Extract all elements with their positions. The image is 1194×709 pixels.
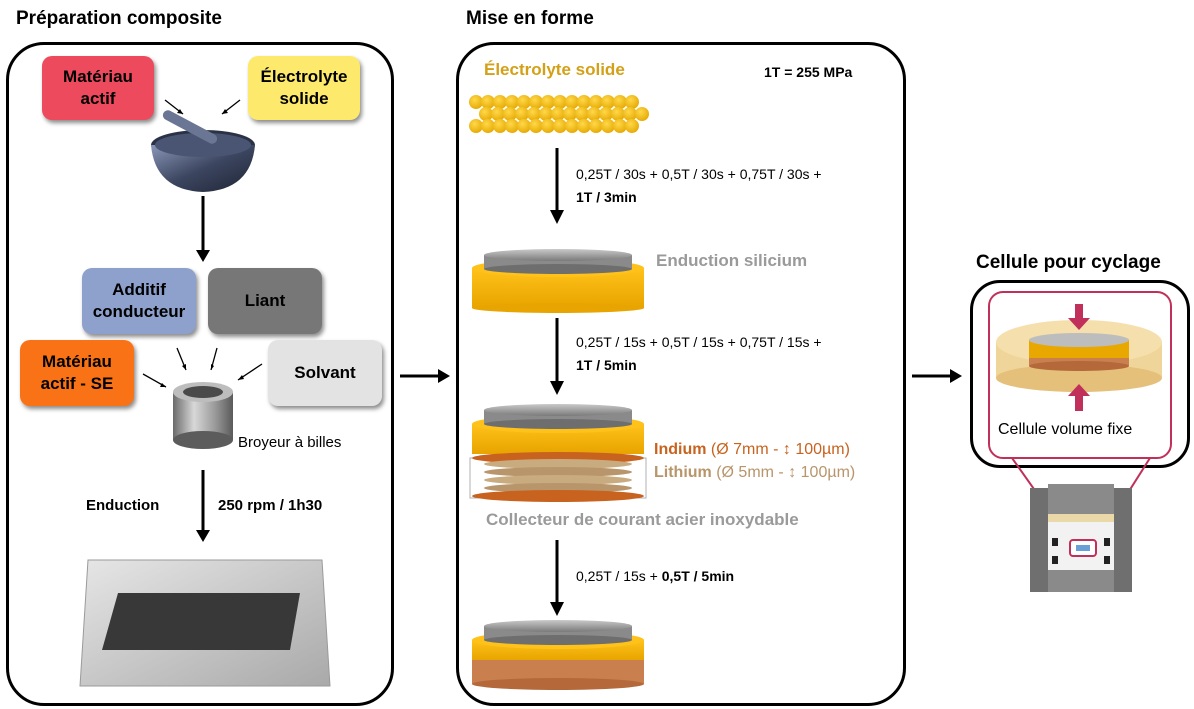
- electrolyte-particle: [481, 119, 495, 133]
- electrolyte-particle: [505, 119, 519, 133]
- materiau-actif-line2: actif: [80, 89, 116, 108]
- broyeur-label: Broyeur à billes: [238, 434, 342, 451]
- speed-label: 250 rpm / 1h30: [218, 497, 323, 514]
- electrolyte-particle: [515, 107, 529, 121]
- electrolyte-solide-line1: Électrolyte: [260, 67, 348, 86]
- electrolyte-particle: [541, 95, 555, 109]
- electrolyte-particle: [565, 119, 579, 133]
- step3-part1: 0,25T / 15s +: [576, 568, 662, 584]
- electrolyte-particle: [601, 119, 615, 133]
- electrolyte-solide-line2: solide: [279, 89, 329, 108]
- step1-line1: 0,25T / 30s + 0,5T / 30s + 0,75T / 30s +: [576, 166, 822, 182]
- electrolyte-particle: [517, 95, 531, 109]
- materiau-actif-se-box: Matériau actif - SE: [20, 340, 134, 406]
- electrolyte-particle: [577, 95, 591, 109]
- electrolyte-particle: [529, 95, 543, 109]
- step2-line2: 1T / 5min: [576, 357, 637, 373]
- electrolyte-particle: [599, 107, 613, 121]
- electrolyte-particle: [481, 95, 495, 109]
- electrolyte-powder-icon: [469, 95, 649, 133]
- electrolyte-solide-label: Électrolyte solide: [484, 60, 625, 79]
- press-apparatus-icon: [1030, 484, 1132, 592]
- mortar-icon: [151, 110, 255, 192]
- additif-line2: conducteur: [92, 302, 186, 321]
- electrolyte-particle: [517, 119, 531, 133]
- electrolyte-particle: [563, 107, 577, 121]
- fixed-volume-cell-icon: [996, 320, 1162, 392]
- electrolyte-particle: [565, 95, 579, 109]
- pressure-reference: 1T = 255 MPa: [764, 64, 853, 80]
- step2-line1: 0,25T / 15s + 0,5T / 15s + 0,75T / 15s +: [576, 334, 822, 350]
- electrolyte-particle: [491, 107, 505, 121]
- pellet-stack-indium-lithium-icon: [469, 404, 647, 502]
- step3-part2: 0,5T / 5min: [661, 568, 735, 584]
- enduction-label: Enduction: [86, 497, 160, 514]
- indium-label: Indium (Ø 7mm - ↕ 100µm): [654, 440, 850, 460]
- indium-dims: (Ø 7mm - ↕ 100µm): [706, 441, 850, 458]
- coated-sheet-icon: [79, 559, 331, 687]
- electrolyte-particle: [587, 107, 601, 121]
- electrolyte-particle: [611, 107, 625, 121]
- materiau-actif-se-line1: Matériau: [42, 352, 112, 371]
- step3-label: 0,25T / 15s + 0,5T / 5min: [576, 566, 734, 586]
- materiau-actif-se-line2: actif - SE: [40, 374, 114, 393]
- electrolyte-particle: [553, 95, 567, 109]
- title-cellule-pour-cyclage: Cellule pour cyclage: [976, 252, 1161, 273]
- electrolyte-particle: [503, 107, 517, 121]
- electrolyte-particle: [589, 95, 603, 109]
- liant-box: Liant: [208, 268, 322, 334]
- electrolyte-particle: [469, 119, 483, 133]
- collecteur-label: Collecteur de courant acier inoxydable: [486, 510, 799, 529]
- ball-mill-icon: [173, 382, 233, 449]
- pressure-arrow-bottom-icon: [1068, 384, 1090, 411]
- electrolyte-particle: [613, 119, 627, 133]
- electrolyte-particle: [527, 107, 541, 121]
- electrolyte-solide-box: Électrolyte solide: [248, 56, 360, 120]
- title-mise-en-forme: Mise en forme: [466, 8, 594, 29]
- title-preparation-composite: Préparation composite: [16, 8, 222, 29]
- pellet-silicon-coated-icon: [472, 249, 644, 313]
- lithium-name: Lithium: [654, 464, 712, 481]
- electrolyte-particle: [623, 107, 637, 121]
- solvant-label: Solvant: [294, 363, 356, 382]
- solvant-box: Solvant: [268, 340, 382, 406]
- electrolyte-particle: [493, 119, 507, 133]
- electrolyte-particle: [493, 95, 507, 109]
- pellet-final-icon: [472, 620, 644, 690]
- electrolyte-particle: [635, 107, 649, 121]
- electrolyte-particle: [625, 119, 639, 133]
- electrolyte-particle: [553, 119, 567, 133]
- additif-line1: Additif: [112, 280, 166, 299]
- liant-label: Liant: [244, 291, 286, 310]
- electrolyte-particle: [589, 119, 603, 133]
- electrolyte-particle: [505, 95, 519, 109]
- electrolyte-particle: [539, 107, 553, 121]
- electrolyte-particle: [577, 119, 591, 133]
- cellule-volume-fixe-label: Cellule volume fixe: [998, 421, 1133, 438]
- electrolyte-particle: [601, 95, 615, 109]
- pressure-arrow-top-icon: [1068, 304, 1090, 330]
- electrolyte-particle: [541, 119, 555, 133]
- materiau-actif-line1: Matériau: [63, 67, 133, 86]
- electrolyte-particle: [469, 95, 483, 109]
- lithium-dims: (Ø 5mm - ↕ 100µm): [711, 464, 856, 481]
- electrolyte-particle: [551, 107, 565, 121]
- electrolyte-particle: [479, 107, 493, 121]
- step1-line2: 1T / 3min: [576, 189, 637, 205]
- lithium-label: Lithium (Ø 5mm - ↕ 100µm): [654, 463, 855, 483]
- electrolyte-particle: [613, 95, 627, 109]
- materiau-actif-box: Matériau actif: [42, 56, 154, 120]
- enduction-silicium-label: Enduction silicium: [656, 251, 808, 270]
- electrolyte-particle: [625, 95, 639, 109]
- electrolyte-particle: [575, 107, 589, 121]
- electrolyte-particle: [529, 119, 543, 133]
- indium-name: Indium: [654, 441, 707, 458]
- additif-conducteur-box: Additif conducteur: [82, 268, 196, 334]
- panel-mise-en-forme: [456, 42, 906, 706]
